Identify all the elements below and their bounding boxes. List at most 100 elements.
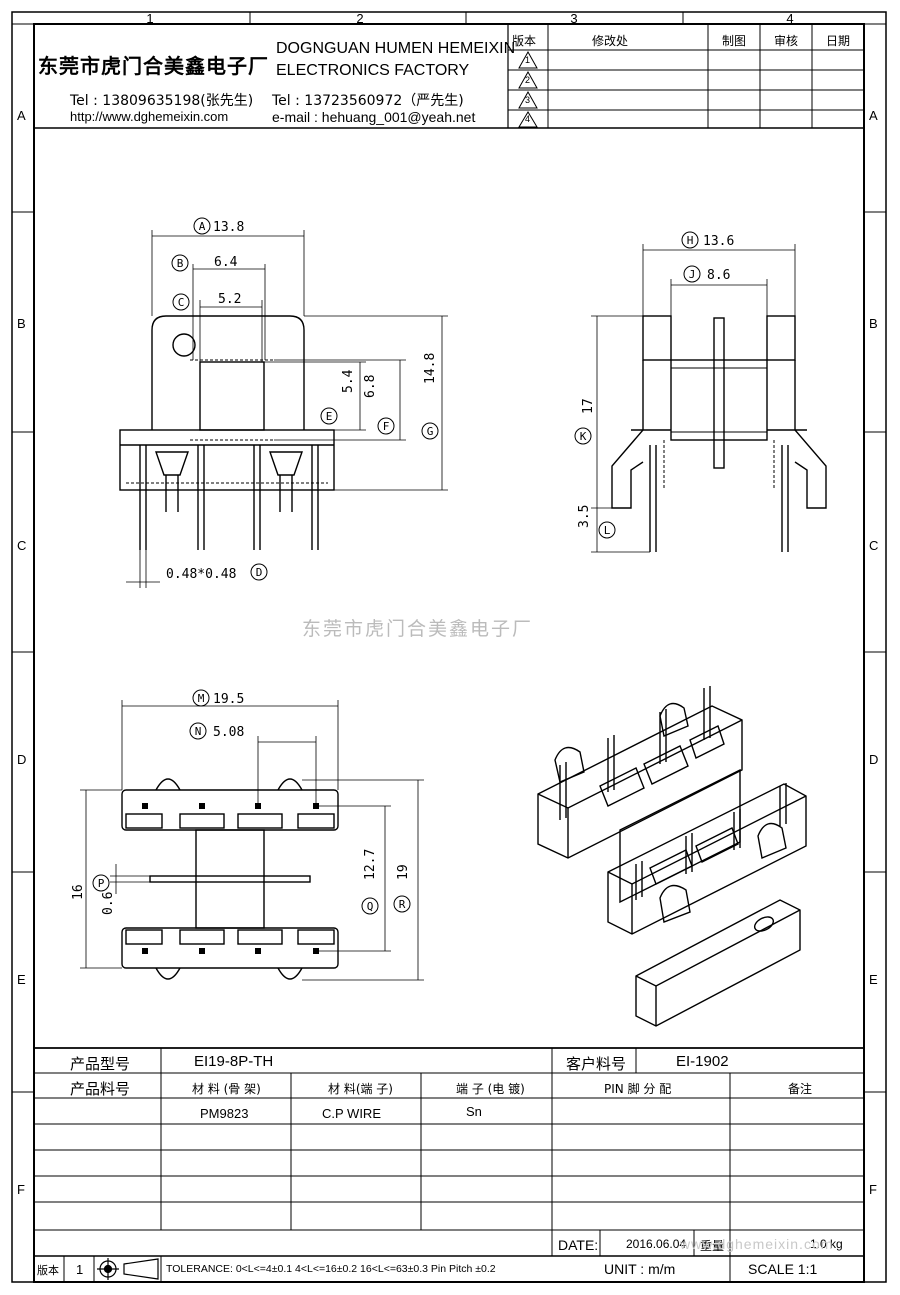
tel-yan: Tel : 13723560972（严先生) [272, 93, 464, 109]
dimension-labels: A 13.8B 6.4C 5.2D 0.48*0.48 E5.4F 6.8 G14.8 H 13.… [71, 217, 734, 915]
dim-r: R 19 [393, 864, 411, 913]
dim-g-circle [421, 422, 439, 440]
dim-a: A 13.8 [193, 217, 244, 235]
version-value: 1 [76, 1262, 84, 1277]
dim-f-circle [377, 417, 395, 435]
dim-c-value: 5.2 [218, 292, 241, 307]
rev-row-1: 1 [525, 55, 531, 65]
dim-a-value: 13.8 [213, 220, 244, 235]
scale-label: SCALE 1:1 [748, 1261, 818, 1277]
dim-k: K17 [574, 398, 596, 445]
dim-e-circle [320, 407, 338, 425]
dim-l-value: 3.5 [577, 505, 592, 528]
material-pin-value: C.P WIRE [322, 1106, 381, 1121]
dim-r-value: 19 [396, 864, 411, 880]
dim-q-circle [361, 897, 379, 915]
dim-m-circle [192, 689, 210, 707]
dim-p-circle [92, 874, 110, 892]
zone-row-a-right: A [869, 108, 878, 123]
dim-r-circle [393, 895, 411, 913]
dim-r-letter: R [399, 898, 406, 911]
dim-f-value: 6.8 [363, 375, 378, 398]
product-model-label: 产品型号 [70, 1055, 131, 1073]
dim-e: E5.4 [320, 369, 356, 425]
dim-j-circle [683, 265, 701, 283]
dim-b-value: 6.4 [214, 255, 238, 270]
dim-b-letter: B [177, 257, 184, 270]
watermark-url: www.dghemeixin.com [680, 1236, 834, 1252]
zone-row-f-left: F [17, 1182, 25, 1197]
dim-n-circle [189, 722, 207, 740]
zone-row-e-right: E [869, 972, 878, 987]
weight-value: 1.0 kg [810, 1237, 843, 1251]
dim-l-circle [598, 521, 616, 539]
zone-row-e-left: E [17, 972, 26, 987]
dim-l-letter: L [604, 524, 611, 537]
dim-c-letter: C [178, 296, 185, 309]
dim-f: F 6.8 [363, 375, 395, 435]
rev-header-version: 版本 [512, 34, 537, 48]
dim-d: D 0.48*0.48 [166, 563, 268, 582]
projection-symbol [97, 1258, 159, 1280]
dim-h-value: 13.6 [703, 234, 734, 249]
dim-d-value: 0.48*0.48 [166, 567, 236, 582]
dim-h-letter: H [687, 234, 694, 247]
rev-row-3: 3 [525, 95, 531, 105]
front-view [119, 315, 335, 550]
dim-b: B 6.4 [171, 254, 238, 272]
dim-a-letter: A [199, 220, 206, 233]
unit-label: UNIT : m/m [604, 1261, 676, 1277]
material-bobbin-label: 材 料 (骨 架) [192, 1082, 261, 1096]
zone-row-d-right: D [869, 752, 879, 767]
pin-plating-label: 端 子 (电 镀) [456, 1082, 525, 1096]
zone-row-d-left: D [17, 752, 27, 767]
dim-j: J 8.6 [683, 265, 730, 283]
website-url[interactable]: http://www.dghemeixin.com [70, 109, 229, 124]
bottom-view [121, 778, 339, 980]
watermark-text: 东莞市虎门合美鑫电子厂 [302, 618, 534, 640]
dim-l: L 3.5 [577, 505, 616, 539]
rev-header-drawn: 制图 [722, 34, 747, 48]
dim-j-letter: J [689, 268, 696, 281]
dim-d-circle [250, 563, 268, 581]
email-address[interactable]: e-mail : hehuang_001@yeah.net [272, 109, 476, 125]
dim-e-letter: E [326, 410, 333, 423]
zone-col-4: 4 [786, 11, 794, 26]
dim-n-value: 5.08 [213, 725, 244, 740]
material-bobbin-value: PM9823 [200, 1106, 249, 1121]
rev-header-change: 修改处 [592, 34, 629, 48]
weight-label: 重量 [700, 1239, 725, 1253]
dim-h: H 13.6 [681, 231, 734, 249]
product-model-value: EI19-8P-TH [194, 1053, 274, 1070]
dim-f-letter: F [383, 420, 390, 433]
tolerance-note: TOLERANCE: 0<L<=4±0.1 4<L<=16±0.2 16<L<=… [166, 1263, 496, 1275]
date-value: 2016.06.04 [626, 1237, 687, 1251]
rev-row-4: 4 [525, 114, 531, 124]
company-name-en-line1: DOGNGUAN HUMEN HEMEIXIN [276, 40, 516, 57]
pin-plating-value: Sn [466, 1104, 482, 1119]
remarks-label: 备注 [788, 1082, 813, 1096]
zone-row-b-right: B [869, 316, 878, 331]
rev-row-2: 2 [525, 75, 531, 85]
isometric-view [537, 686, 807, 1027]
dim-m-letter: M [198, 692, 205, 705]
dim-g: G14.8 [421, 353, 439, 440]
dim-d-letter: D [256, 566, 263, 579]
zone-col-1: 1 [146, 11, 154, 26]
dim-g-value: 14.8 [423, 353, 438, 384]
pin-assign-label: PIN 脚 分 配 [604, 1082, 672, 1096]
dim-q-value: 12.7 [363, 849, 378, 880]
version-label: 版本 [37, 1264, 59, 1277]
dim-p-letter: P [98, 877, 105, 890]
dim-m-value: 19.5 [213, 692, 244, 707]
dim-q-letter: Q [367, 900, 374, 913]
tel-zhang: Tel : 13809635198(张先生) [70, 93, 254, 109]
company-name-cn: 东莞市虎门合美鑫电子厂 [38, 54, 269, 78]
zone-row-f-right: F [869, 1182, 877, 1197]
dim-b-circle [171, 254, 189, 272]
dim-p: P0.6 [92, 874, 116, 915]
customer-part-value: EI-1902 [676, 1053, 729, 1070]
dim-j-value: 8.6 [707, 268, 730, 283]
